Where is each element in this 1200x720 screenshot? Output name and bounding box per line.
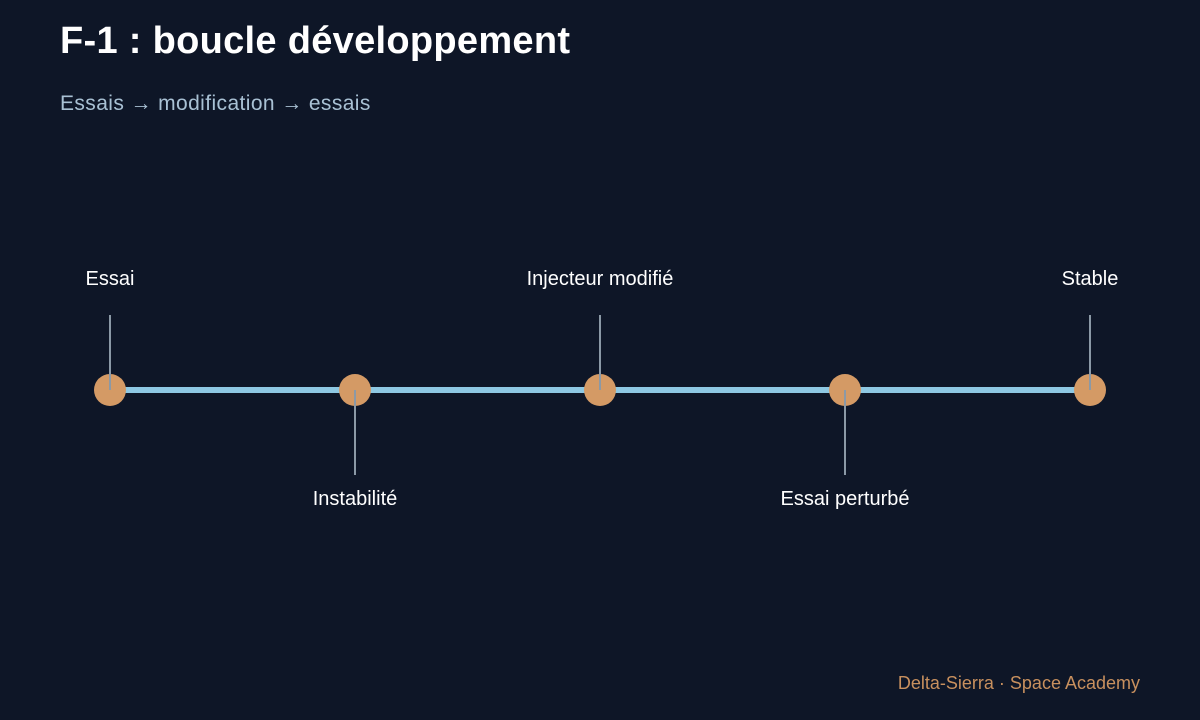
timeline-step-label: Instabilité bbox=[313, 488, 398, 510]
footer-credit: Delta-Sierra · Space Academy bbox=[897, 673, 1140, 693]
timeline-step-label: Essai perturbé bbox=[781, 488, 910, 510]
timeline-step-label: Essai bbox=[86, 268, 135, 290]
page-subtitle: Essais → modification → essais bbox=[60, 92, 371, 115]
timeline-step-label: Stable bbox=[1062, 268, 1119, 290]
connector-group bbox=[109, 315, 1091, 475]
timeline-step-label: Injecteur modifié bbox=[527, 268, 674, 290]
page-title: F-1 : boucle développement bbox=[60, 20, 571, 62]
